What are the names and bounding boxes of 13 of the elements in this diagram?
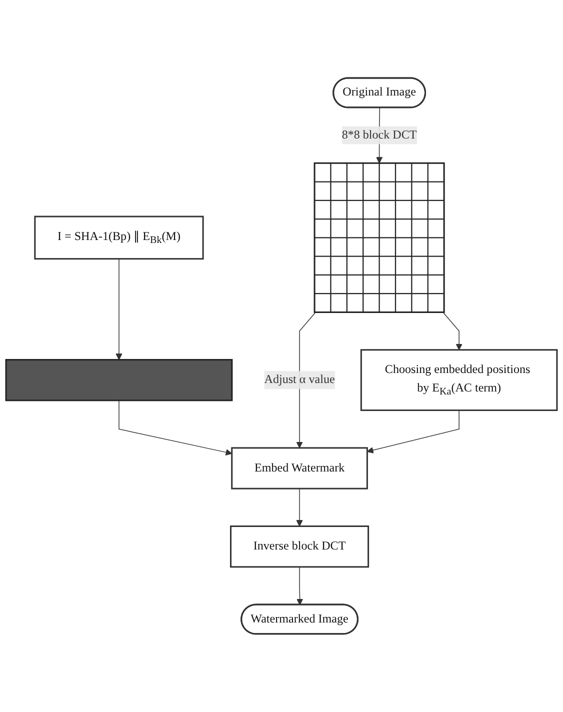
node-bar — [5, 359, 233, 402]
arrow — [118, 400, 232, 456]
edge-label: 8*8 block DCT — [342, 128, 417, 142]
arrow — [116, 258, 122, 360]
arrow — [296, 488, 303, 527]
arrow — [366, 410, 460, 454]
node-box: Embed Watermark — [231, 447, 368, 490]
node-box: Choosing embedded positions by E$_{Ka}$(AC term) — [360, 349, 558, 412]
node-box: Inverse block DCT — [230, 526, 370, 568]
arrow — [296, 566, 304, 606]
node-box: I = SHA-1(Bp) ∥ E$_{Bk}$(M) — [34, 216, 204, 260]
edge-label: Adjust α value — [264, 373, 335, 386]
arrow — [442, 312, 462, 350]
